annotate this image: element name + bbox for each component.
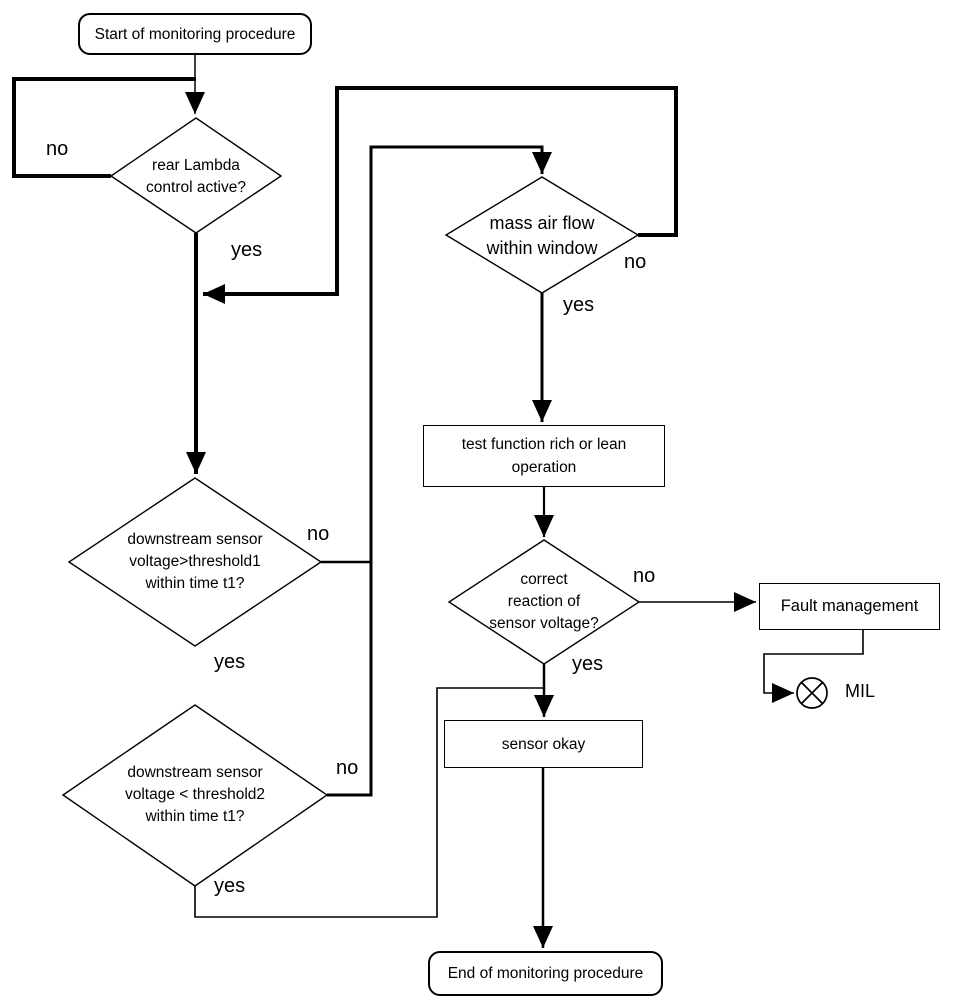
correct-reaction-yes-label: yes [572,653,604,675]
end-node: End of monitoring procedure [428,951,663,996]
decision-rear-lambda-shape [109,117,283,234]
edge-rear-lambda-no-loop [12,77,196,178]
decision-correct-reaction-shape [447,539,641,665]
decision-threshold1-shape [67,477,323,647]
threshold1-no-label: no [307,523,330,545]
fault-management-node: Fault management [759,583,940,630]
mass-air-flow-yes-label: yes [563,294,595,316]
mass-air-flow-no-label: no [624,251,647,273]
edge-fault-management-to-mil [763,630,864,703]
mil-label: MIL [845,681,876,701]
threshold1-yes-label: yes [214,651,246,673]
threshold2-no-label: no [336,757,359,779]
sensor-okay-node: sensor okay [444,720,643,768]
decision-threshold2-shape [61,704,329,887]
threshold2-yes-label: yes [214,875,246,897]
rear-lambda-no-label: no [46,138,69,160]
edge-mass-air-flow-no-loop [203,86,678,304]
correct-reaction-no-label: no [633,565,656,587]
mil-lamp-icon [796,677,828,709]
start-node: Start of monitoring procedure [78,13,312,55]
edge-threshold2-yes-merge [194,687,544,918]
edge-threshold2-no-riser-to-mass-air-flow [327,145,552,797]
decision-mass-air-flow-shape [444,176,640,294]
rear-lambda-yes-label: yes [231,239,263,261]
